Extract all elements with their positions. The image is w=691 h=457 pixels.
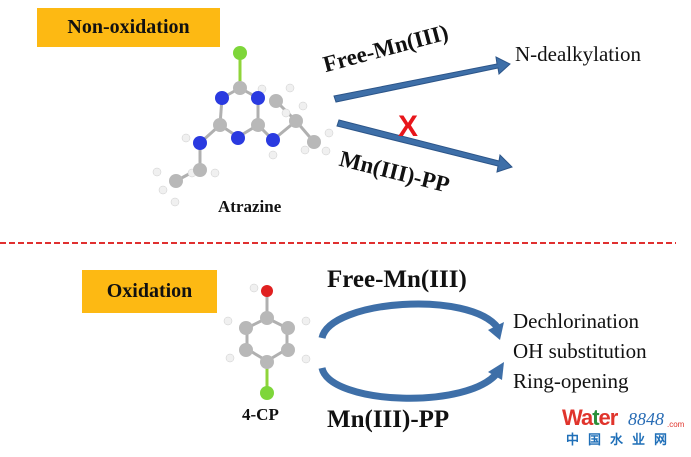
- 4cp-name: 4-CP: [242, 405, 279, 424]
- 4cp-molecule: [223, 283, 311, 400]
- watermark-letter: r: [609, 405, 619, 430]
- watermark-number: 8848: [628, 409, 664, 429]
- atrazine-name: Atrazine: [218, 197, 282, 216]
- free-mn-bottom-label: Free-Mn(III): [327, 266, 467, 293]
- free-mn-arrow: [333, 56, 511, 103]
- product-oh-substitution: OH substitution: [513, 339, 647, 363]
- watermark-letter: t: [592, 405, 599, 430]
- watermark-letter: a: [580, 405, 593, 430]
- watermark-letter: W: [562, 405, 582, 430]
- watermark-letter: e: [598, 405, 611, 430]
- atrazine-molecule: [152, 46, 334, 207]
- watermark-chinese: 中国水业网: [566, 433, 677, 448]
- oxidation-label: Oxidation: [82, 270, 217, 313]
- product-dechlorination: Dechlorination: [513, 309, 639, 333]
- watermark-brand: Water: [562, 405, 619, 430]
- non-oxidation-label: Non-oxidation: [37, 8, 220, 47]
- free-mn-arrowhead: [488, 322, 504, 340]
- watermark-suffix: .com: [667, 420, 685, 429]
- blocked-cross: X: [398, 110, 419, 143]
- mn-pp-bottom-label: Mn(III)-PP: [327, 406, 450, 433]
- mn-pp-curved-arrow: [318, 366, 501, 402]
- mn-pp-arrowhead: [488, 362, 504, 380]
- n-dealkylation-product: N-dealkylation: [515, 42, 641, 66]
- free-mn-curved-arrow: [318, 300, 501, 340]
- product-ring-opening: Ring-opening: [513, 369, 629, 393]
- mn-pp-arrow: [336, 119, 513, 173]
